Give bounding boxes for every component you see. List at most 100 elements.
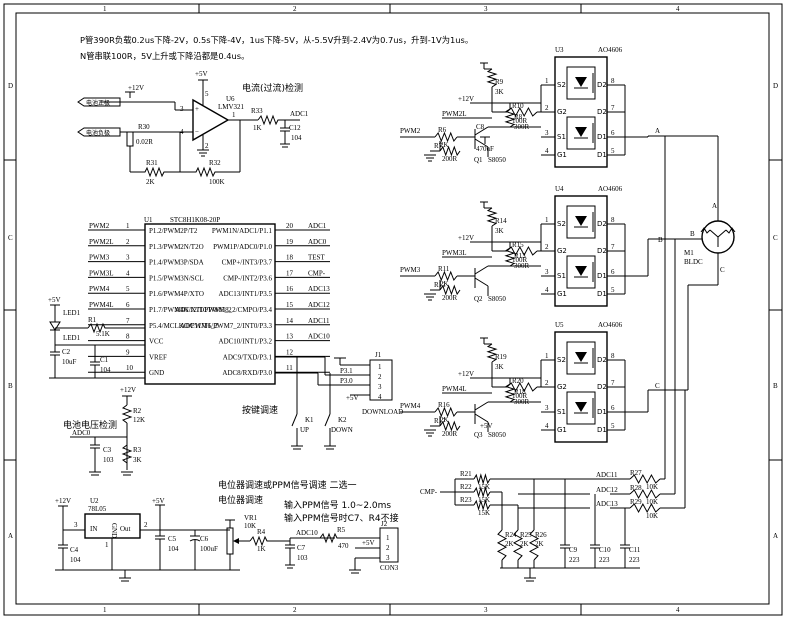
bridge-2-lpin-1: S2 [557,356,566,364]
bridge-2-rpin-8: D2 [597,356,607,364]
bridge-2-lnum-4: 4 [545,422,549,430]
bridge-1-pwm: PWM3 [400,266,421,274]
bridge-1-lpin-3: S1 [557,272,566,280]
mcu-pin-11: 11 [286,364,293,372]
mcu-pin-name-13: ADC10/INT1/P3.2 [219,338,273,346]
r4-ref: R4 [257,528,266,536]
bridge-0-lpin-3: S1 [557,133,566,141]
node-a-label: A [655,127,660,135]
adc0-net: ADC0 [72,429,91,437]
bridge-2-q-part: S8050 [488,431,506,439]
bridge-2-part: AO4606 [598,321,623,329]
mcu-pin-14: 14 [286,317,294,325]
bridge-2-lnum-3: 3 [545,404,549,412]
mcu-net-pwm3l: PWM3L [89,269,114,277]
frame-row-a: A [8,532,13,540]
bridge-0-pwml: PWM2L [442,110,467,118]
reg-v12: +12V [55,497,71,505]
svg-text:2: 2 [144,521,148,529]
vr1-ref: VR1 [244,514,258,522]
opamp-vcc: +5V [195,70,208,78]
mcu-net-adc13: ADC13 [308,285,330,293]
mcu-pin-16: 16 [286,285,294,293]
bridge-1-rnum-8: 8 [611,216,615,224]
c9-val: 223 [569,556,580,564]
c11-val: 223 [629,556,640,564]
bridge-2-rb-ref: R16 [438,401,450,409]
p31-label: P3.1 [340,367,353,375]
r26-ref: R26 [535,531,547,539]
mcu-net-adc10: ADC10 [308,333,330,341]
bridge-1-rb-val: 2K [440,280,449,288]
bridge-1-rpin-8: D2 [597,220,607,228]
r3-ref: R3 [133,446,142,454]
svg-text:1: 1 [232,111,236,119]
adc10-net: ADC10 [296,529,318,537]
u2-gnd: GND [110,523,118,538]
bridge-1-rg-val: 3K [495,227,504,235]
bridge-0-rnum-7: 7 [611,104,615,112]
c1-ref: C1 [100,356,109,364]
bemf-r29-ref: R29 [630,498,642,506]
bridge-0-lnum-3: 3 [545,129,549,137]
mcu-pin-12: 12 [286,348,294,356]
bridge-1-rs-ref: R15 [512,241,524,249]
r24-val: 2K [505,540,514,548]
mcu-net-pwm4l: PWM4L [89,301,114,309]
mcu-net-pwm2: PWM2 [89,222,110,230]
ppm-note1: 输入PPM信号 1.0~2.0ms [284,499,391,511]
led1-ref: LED1 [63,334,81,342]
mcu-pin-1: 1 [126,222,130,230]
bridge-2-lpin-4: G1 [557,426,567,434]
c11-ref: C11 [629,546,641,554]
mcu-pin-7: 7 [126,317,130,325]
c10-ref: C10 [599,546,611,554]
svg-text:1: 1 [386,534,390,542]
bemf-r21-val: 15K [478,483,490,491]
bridge-2-rs-ref: R20 [512,377,524,385]
pot-v5: +5V [152,497,165,505]
frame-row-b: B [8,382,13,390]
frame-row-c: C [8,234,13,242]
u2-ref: U2 [90,497,99,505]
mcu-ref: U1 [144,216,153,224]
motor-block: A B C M1 BLDC A B C [648,127,736,391]
bridge-2-pwm: PWM4 [400,402,421,410]
mcu-pin-13: 13 [286,333,294,341]
bridge-1-lpin-4: G1 [557,290,567,298]
bridge-0-rb-ref: R6 [438,126,447,134]
bridge-2-rnum-7: 7 [611,379,615,387]
svg-text:1: 1 [105,541,109,549]
note-line-1: P管390R负载0.2us下降-2V，0.5s下降-4V，1us下降-5V，从-… [80,35,473,45]
mcu-pin-name-4: P1.5/PWM3N/SCL [149,274,204,282]
motor-a: A [712,202,717,210]
bridge-1-rg-ref: R14 [495,217,507,225]
r5-ref: R5 [337,526,346,534]
r1-val: 5.1K [96,330,110,338]
bridge-1-lnum-2: 2 [545,243,549,251]
pot-ppm-block: 电位器调速或PPM信号调速 二选一 电位器调速 输入PPM信号 1.0~2.0m… [218,479,399,574]
r2-val: 12K [133,416,145,424]
c12-val: 104 [291,134,302,142]
svg-text:3: 3 [180,105,184,113]
svg-text:3: 3 [74,521,78,529]
bridge-2-rg-ref: R19 [495,353,507,361]
bridge-2-v12: +12V [458,370,474,378]
bridge-2-vcc: +5V [480,422,493,430]
bridge-0-cap-ref: C8 [476,123,485,131]
mcu-pin-name-6: P1.7/PWM4N/XTI/PWM5_2 [149,306,232,314]
download-block: J1 1 2 3 4 P3.1 P3.0 +5V DOWNLOAD [275,351,403,416]
motor-ref: M1 [684,249,694,257]
r25-val: 2K [520,540,529,548]
bridge-0-q-part: S8050 [488,156,506,164]
c12-ref: C12 [289,124,301,132]
bridge-1-v12: +12V [458,234,474,242]
bridge-0-rnum-6: 6 [611,129,615,137]
svg-text:+: + [195,105,199,113]
r32-ref: R32 [209,159,221,167]
bridge-0-v12: +12V [458,95,474,103]
svg-text:2: 2 [378,373,382,381]
c9-ref: C9 [569,546,578,554]
r26-val: 2K [535,540,544,548]
mcu-block: U1 STC8H1K08-20P 1P1.2/PWM2P/T2PWM22P1.3… [88,216,330,385]
